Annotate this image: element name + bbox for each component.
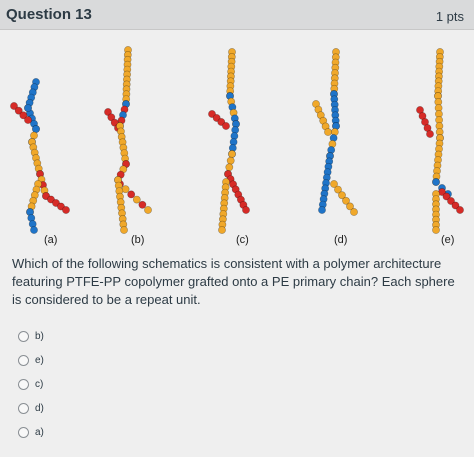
chain-label-c: (c) [236,234,249,246]
chain-bead [138,200,147,209]
chain-bead [14,106,23,115]
chain-bead [30,226,38,234]
chain-bead [242,206,250,214]
chain-bead [57,202,65,211]
chain-bead [342,196,350,205]
chain-bead [120,226,128,234]
chain-bead [346,202,354,211]
chain-bead [330,180,338,188]
chain-label-b: (b) [131,234,145,246]
answer-label: a) [35,426,44,438]
chain-bead [324,128,332,136]
answer-label: b) [35,330,44,342]
chain-bead [42,192,50,200]
chain-bead [127,190,136,199]
chain-bead [104,108,112,116]
radio-button[interactable] [18,378,29,390]
chain-bead [217,118,226,126]
answer-choices: b) e) c) d) a) [14,324,454,444]
chain-bead [30,131,38,140]
chain-bead [19,111,28,120]
answer-option-a[interactable]: a) [14,420,454,444]
chain-bead [442,192,451,201]
answer-option-c[interactable]: c) [14,372,454,396]
chain-bead [334,185,342,194]
polymer-chains-graphic [10,46,464,234]
chain-bead [451,201,460,210]
radio-button[interactable] [18,330,29,342]
answer-label: c) [35,378,44,390]
chain-label-a: (a) [44,234,58,246]
chain-bead [144,206,152,214]
answer-option-b[interactable]: b) [14,324,454,348]
radio-button[interactable] [18,402,29,414]
chain-bead [24,104,32,112]
chain-label-d: (d) [334,234,348,246]
chain-bead [132,195,141,204]
question-title: Question 13 [6,6,92,23]
polymer-schematics-figure: (a) (b) (c) (d) (e) [0,34,474,249]
question-text: Which of the following schematics is con… [12,256,455,307]
chain-bead [318,206,326,214]
chain-bead [218,226,226,234]
chain-bead [432,178,440,186]
answer-label: e) [35,354,44,366]
question-header: Question 13 1 pts [0,0,474,30]
chain-bead [225,163,234,172]
chain-bead [338,191,346,200]
chain-bead [47,195,55,204]
chain-bead [350,208,358,216]
chain-bead [432,226,440,234]
chain-bead [426,130,434,138]
chain-bead [456,206,464,214]
chain-bead [208,110,216,118]
radio-button[interactable] [18,426,29,438]
chain-bead [228,150,236,158]
chain-bead [447,197,455,205]
chain-bead [32,125,40,133]
answer-label: d) [35,402,44,414]
chain-bead [107,113,116,122]
question-points: 1 pts [435,9,464,24]
chain-bead [10,102,18,110]
chain-bead [62,206,70,214]
radio-button[interactable] [18,354,29,366]
answer-option-e[interactable]: e) [14,348,454,372]
chain-bead [52,199,60,207]
chain-bead [226,156,235,165]
chain-bead [24,116,32,124]
chain-bead [222,122,230,130]
chain-bead [110,118,119,127]
chain-label-e: (e) [441,234,455,246]
answer-option-d[interactable]: d) [14,396,454,420]
